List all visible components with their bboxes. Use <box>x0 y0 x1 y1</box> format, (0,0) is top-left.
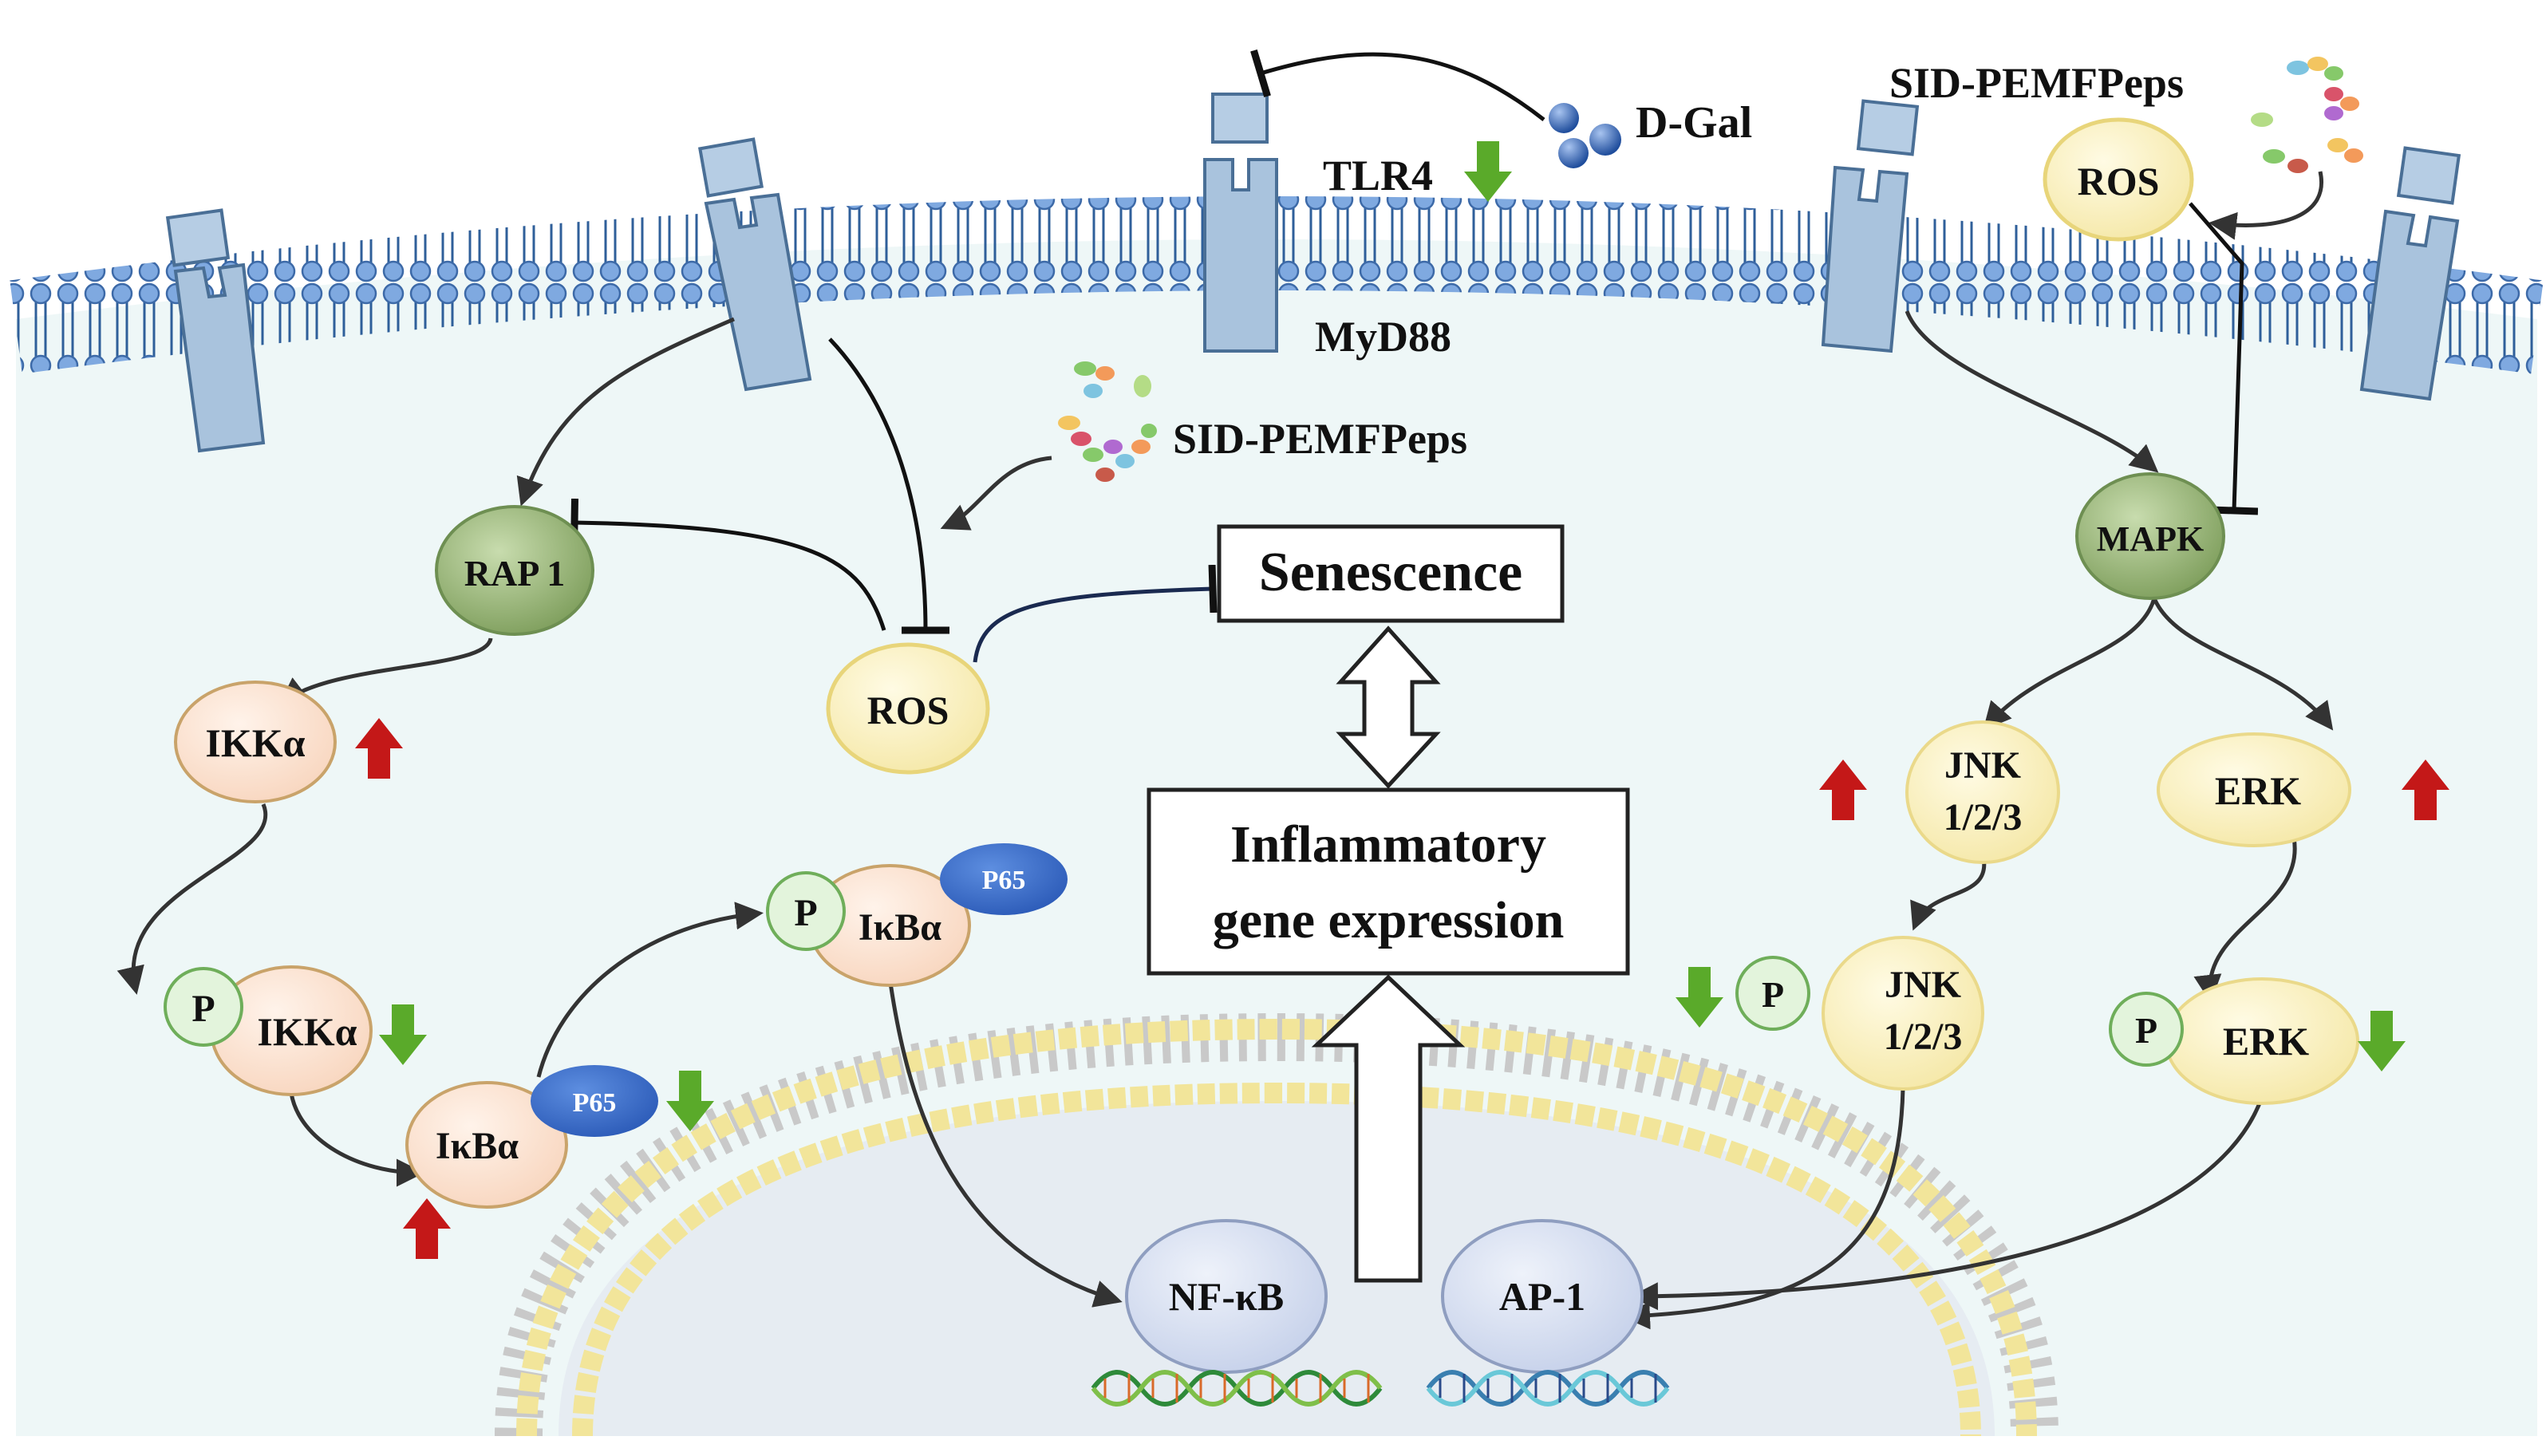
perk-to-ap1 <box>1630 1096 2264 1311</box>
p-jnk-phospho <box>1735 956 1810 1031</box>
erk-label: ERK <box>2215 768 2301 813</box>
peptides-icon-middle <box>1058 361 1157 482</box>
d-gal-molecules-icon <box>1549 103 1621 168</box>
p-ikka-phospho-label: P <box>191 988 215 1030</box>
ros-inhibits-rap1 <box>570 498 886 631</box>
inflammatory-box <box>1147 787 1630 976</box>
ikba-up-arrow-icon <box>403 1198 451 1259</box>
receptor-tlr4 <box>1203 93 1278 353</box>
ros-right-node <box>2043 117 2194 242</box>
rap1-node <box>435 505 594 636</box>
jnk-label-line1: JNK <box>1944 744 2021 787</box>
ros-right-label: ROS <box>2078 159 2160 203</box>
ikka-label: IKKα <box>205 720 305 765</box>
ros-left-node <box>826 642 990 775</box>
p-jnk-phospho-label: P <box>1762 974 1784 1015</box>
erk-node <box>2157 732 2351 847</box>
ikka-up-arrow-icon <box>355 718 403 779</box>
p-jnk-label-line1: JNK <box>1885 964 1961 1006</box>
ros-left-label: ROS <box>867 688 949 732</box>
p-ikba-p65-down-arrow-icon <box>666 1071 714 1131</box>
dgal-inhibits-tlr4 <box>1250 49 1545 121</box>
sid-to-ros-top <box>2209 171 2323 240</box>
inflammatory-label-line1: Inflammatory <box>1230 815 1546 874</box>
p-ikba-phospho <box>766 871 846 951</box>
erk-to-perk <box>2193 837 2297 1003</box>
sid-pemfpeps-top-label: SID-PEMFPeps <box>1889 59 2184 107</box>
tlr4-label: TLR4 <box>1323 152 1433 199</box>
receptor-to-mapk <box>1905 310 2159 473</box>
regulation-arrows <box>355 141 2449 1259</box>
ikba-label: IκBα <box>436 1125 519 1167</box>
dna-helix-icon-right <box>1426 1370 1670 1407</box>
jnk-label-line2: 1/2/3 <box>1944 796 2023 838</box>
connectors <box>116 49 2334 1330</box>
rap1-to-ikka <box>278 637 493 706</box>
peptides-icon-top <box>2251 57 2363 173</box>
ikka-to-pikka <box>116 803 268 995</box>
ikka-node <box>174 681 337 803</box>
p-jnk-label-line2: 1/2/3 <box>1884 1016 1963 1058</box>
senescence-inflammatory-double-arrow <box>1336 625 1441 789</box>
d-gal-label: D-Gal <box>1636 98 1752 148</box>
pikka-to-ikba <box>289 1092 424 1187</box>
nfkb-node <box>1125 1219 1328 1374</box>
mapk-node <box>2075 472 2225 600</box>
p65-top-node <box>940 843 1068 915</box>
p65-bottom-node <box>531 1065 658 1137</box>
p65-top-label: P65 <box>982 866 1026 895</box>
pjnk-to-ap1 <box>1622 1088 1905 1330</box>
receptor-to-rap1 <box>516 317 735 507</box>
p-jnk-node <box>1822 936 1984 1091</box>
mapk-to-jnk <box>1983 598 2157 731</box>
ros-inhibits-mapk <box>2189 202 2259 515</box>
pikba-to-nfkb <box>887 977 1123 1308</box>
jnk-node <box>1905 720 2060 864</box>
p-erk-down-arrow-icon <box>2358 1011 2406 1071</box>
jnk-to-pjnk <box>1910 853 1987 931</box>
myd88-label: MyD88 <box>1315 313 1451 361</box>
p-ikka-label: IKKα <box>257 1009 357 1054</box>
receptor-inhibits-ros <box>828 337 950 634</box>
p-ikba-phospho-label: P <box>794 892 817 934</box>
rap1-label: RAP 1 <box>464 553 566 594</box>
jnk-up-arrow-icon <box>1819 760 1867 820</box>
p-ikka-down-arrow-icon <box>379 1004 427 1065</box>
ap1-label: AP-1 <box>1499 1274 1585 1319</box>
receptor-5 <box>2359 146 2461 401</box>
receptor-2 <box>697 137 812 392</box>
mapk-label: MAPK <box>2097 519 2204 558</box>
mapk-to-erk <box>2152 598 2334 731</box>
expression-up-arrow <box>1311 974 1466 1283</box>
nfkb-label: NF-κB <box>1169 1274 1284 1319</box>
erk-up-arrow-icon <box>2402 760 2449 820</box>
p65-bottom-label: P65 <box>573 1088 617 1118</box>
p-ikba-label: IκBα <box>859 906 941 949</box>
p-erk-phospho-label: P <box>2135 1010 2157 1051</box>
p-jnk-down-arrow-icon <box>1676 967 1723 1028</box>
receptor-1 <box>165 208 266 453</box>
ikba-to-pikba <box>536 902 764 1078</box>
receptor-4 <box>1821 99 1920 353</box>
p-ikka-phospho <box>164 967 243 1047</box>
ros-inhibits-senescence <box>973 564 1218 663</box>
sid-to-ros-mid <box>940 456 1052 531</box>
ikba-node <box>405 1081 568 1209</box>
sid-pemfpeps-mid-label: SID-PEMFPeps <box>1173 415 1467 463</box>
p-erk-label: ERK <box>2223 1019 2309 1063</box>
p-erk-phospho <box>2109 992 2184 1067</box>
tlr4-down-arrow-icon <box>1464 141 1512 202</box>
inflammatory-label-line2: gene expression <box>1213 891 1565 949</box>
senescence-box <box>1217 524 1565 623</box>
senescence-label: Senescence <box>1259 542 1522 603</box>
dna-helix-icon-left <box>1091 1370 1383 1407</box>
